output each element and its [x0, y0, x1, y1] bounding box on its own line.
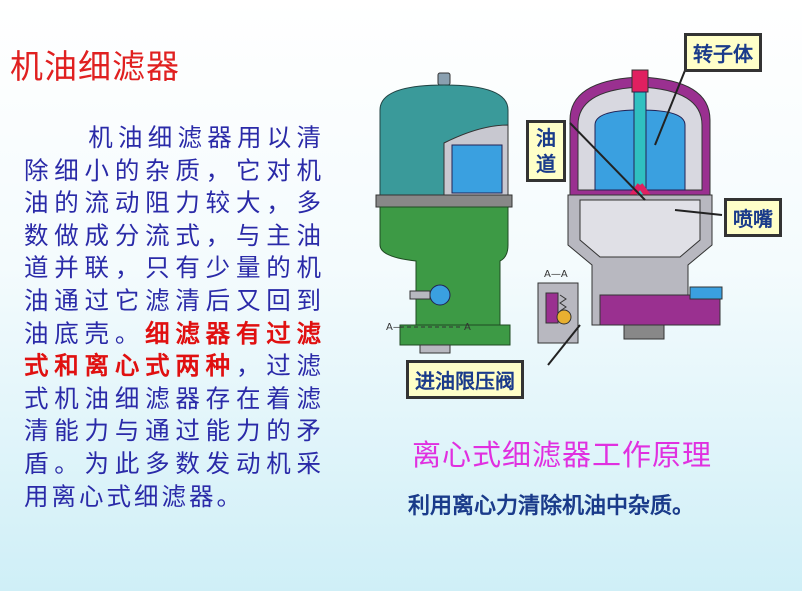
leader-oil-passage: [569, 122, 646, 201]
page-title: 机油细滤器: [10, 47, 180, 86]
filter-cross-section: [567, 69, 723, 340]
label-oil-passage: 油道: [526, 120, 566, 182]
label-rotor: 转子体: [684, 33, 762, 72]
leader-nozzle: [674, 209, 723, 216]
section-mark-right: A: [464, 322, 471, 333]
section-mark-left: A—: [386, 322, 403, 333]
filter-exterior-illustration: [375, 72, 513, 354]
description-text-1: 机油细滤器用以清除细小的杂质，它对机油的流动阻力较大，多数做成分流式，与主油道并…: [24, 123, 324, 348]
description-text-2: ，过滤式机油细滤器存在着滤清能力与通过能力的矛盾。为此多数发动机采用离心式细滤器…: [24, 351, 325, 511]
label-inlet-valve: 进油限压阀: [406, 360, 524, 399]
leader-inlet-valve: [547, 324, 581, 366]
description-paragraph: 机油细滤器用以清除细小的杂质，它对机油的流动阻力较大，多数做成分流式，与主油道并…: [24, 122, 324, 513]
figure-caption-subtitle: 利用离心力清除机油中杂质。: [408, 493, 695, 519]
section-mark-aa: A—A: [544, 269, 568, 280]
section-aa-inset: [537, 282, 579, 344]
filter-diagram: A—A A— A: [375, 52, 723, 366]
label-nozzle: 喷嘴: [724, 198, 782, 237]
figure-caption-title: 离心式细滤器工作原理: [412, 438, 713, 472]
description-emphasis: 细滤器有过滤式和离心式两种: [24, 318, 325, 381]
